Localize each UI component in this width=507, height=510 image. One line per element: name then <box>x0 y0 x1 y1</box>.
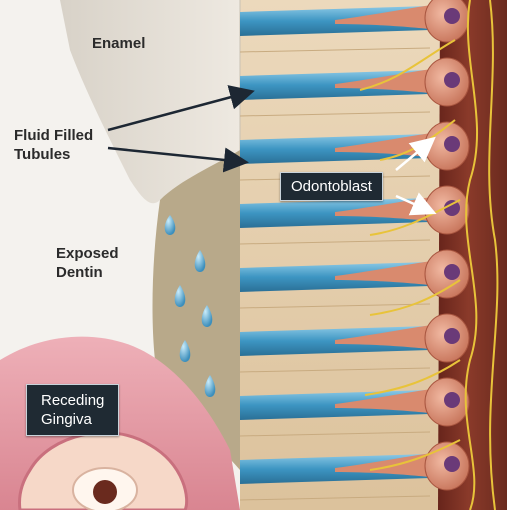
label-enamel: Enamel <box>92 34 145 53</box>
odontoblast-nucleus <box>444 392 460 408</box>
label-odontoblast-text: Odontoblast <box>291 178 372 195</box>
label-receding-gingiva: Receding Gingiva <box>26 384 119 436</box>
label-fluid-filled-line1: Fluid Filled <box>14 126 93 145</box>
odontoblast-nucleus <box>444 8 460 24</box>
bone-marrow <box>93 480 117 504</box>
odontoblast-nucleus <box>444 264 460 280</box>
odontoblast-nucleus <box>444 136 460 152</box>
label-odontoblast: Odontoblast <box>280 172 383 201</box>
label-exposed-dentin-line2: Dentin <box>56 263 103 282</box>
label-exposed-dentin-line1: Exposed <box>56 244 119 263</box>
odontoblast-nucleus <box>444 72 460 88</box>
odontoblast-nucleus <box>444 456 460 472</box>
label-fluid-filled-line2: Tubules <box>14 145 70 164</box>
label-receding-gingiva-line1: Receding <box>41 391 104 410</box>
label-receding-gingiva-line2: Gingiva <box>41 410 104 429</box>
odontoblast-nucleus <box>444 328 460 344</box>
